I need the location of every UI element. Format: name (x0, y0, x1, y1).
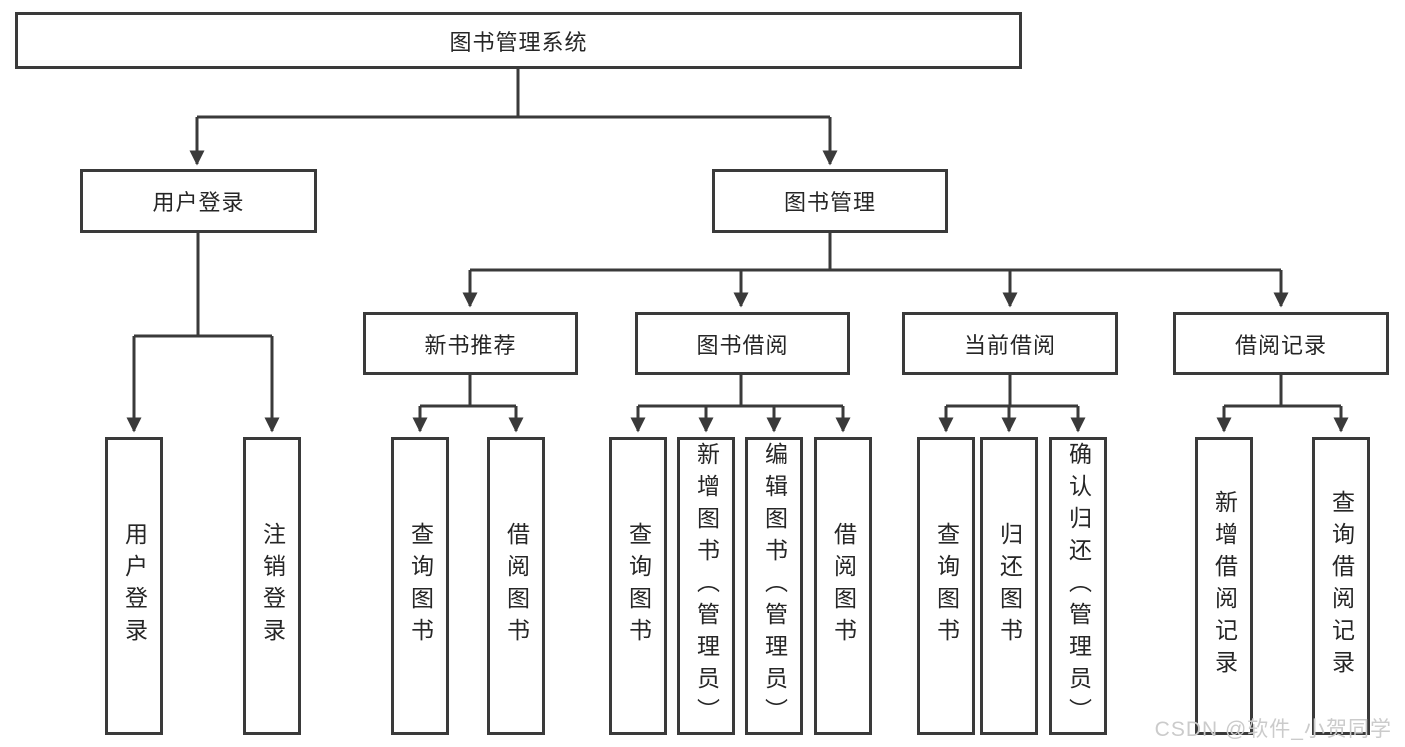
leaf-cb-return-books-label: 归还图书 (996, 522, 1023, 650)
leaf-bb-query-books: 查询图书 (609, 437, 667, 735)
leaf-bb-add-books-admin: 新增图书（管理员） (677, 437, 735, 735)
leaf-bb-edit-books-admin: 编辑图书（管理员） (745, 437, 803, 735)
connector-arrows (126, 117, 1349, 433)
node-current-borrowing: 当前借阅 (902, 312, 1118, 375)
leaf-bb-borrow-books-label: 借阅图书 (830, 522, 857, 650)
leaf-logout-label: 注销登录 (259, 522, 286, 650)
leaf-cb-query-books-label: 查询图书 (933, 522, 960, 650)
node-borrow-records-label: 借阅记录 (1234, 332, 1327, 358)
leaf-nb-borrow-books-label: 借阅图书 (503, 522, 530, 650)
node-user-login-label: 用户登录 (152, 190, 245, 215)
leaf-cb-query-books: 查询图书 (917, 437, 975, 735)
leaf-br-query-record-label: 查询借阅记录 (1328, 490, 1355, 682)
node-current-borrowing-label: 当前借阅 (963, 332, 1056, 358)
node-book-borrowing: 图书借阅 (635, 312, 850, 375)
node-user-login: 用户登录 (80, 169, 317, 233)
node-book-borrowing-label: 图书借阅 (696, 332, 789, 358)
leaf-logout: 注销登录 (243, 437, 301, 735)
leaf-nb-borrow-books: 借阅图书 (487, 437, 545, 735)
node-book-management-label: 图书管理 (783, 190, 876, 215)
leaf-bb-add-books-admin-label: 新增图书（管理员） (693, 442, 720, 730)
leaf-cb-return-books: 归还图书 (980, 437, 1038, 735)
node-root: 图书管理系统 (15, 12, 1022, 69)
node-book-management: 图书管理 (712, 169, 948, 233)
leaf-user-login-label: 用户登录 (121, 522, 148, 650)
leaf-nb-query-books-label: 查询图书 (407, 522, 434, 650)
leaf-br-add-record: 新增借阅记录 (1195, 437, 1253, 735)
node-new-book-recommend-label: 新书推荐 (424, 332, 517, 358)
leaf-cb-confirm-return-admin-label: 确认归还（管理员） (1065, 442, 1092, 730)
node-root-label: 图书管理系统 (449, 29, 588, 55)
leaf-bb-edit-books-admin-label: 编辑图书（管理员） (761, 442, 788, 730)
csdn-watermark: CSDN @软件_小贺同学 (1154, 718, 1392, 741)
leaf-br-add-record-label: 新增借阅记录 (1211, 490, 1238, 682)
leaf-bb-borrow-books: 借阅图书 (814, 437, 872, 735)
node-borrow-records: 借阅记录 (1173, 312, 1389, 375)
leaf-br-query-record: 查询借阅记录 (1312, 437, 1370, 735)
node-new-book-recommend: 新书推荐 (363, 312, 578, 375)
leaf-bb-query-books-label: 查询图书 (625, 522, 652, 650)
leaf-user-login: 用户登录 (105, 437, 163, 735)
leaf-cb-confirm-return-admin: 确认归还（管理员） (1049, 437, 1107, 735)
leaf-nb-query-books: 查询图书 (391, 437, 449, 735)
